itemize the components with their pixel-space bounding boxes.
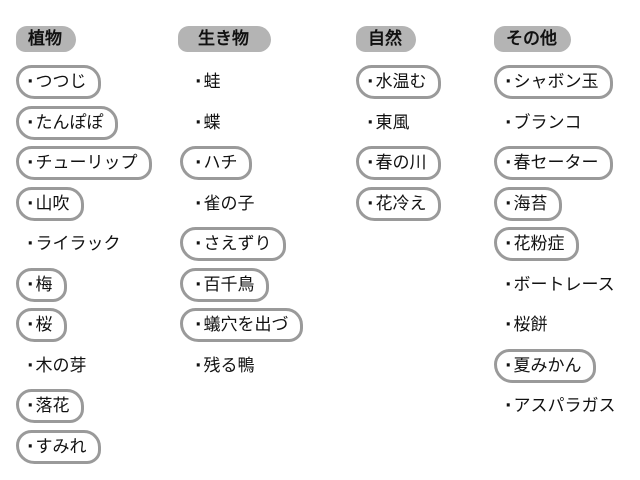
list-item-label: 夏みかん: [494, 348, 597, 383]
circled-list-item: 百千鳥: [180, 265, 303, 306]
circled-list-item: 花冷え: [356, 184, 442, 225]
circled-list-item: 落花: [16, 386, 152, 427]
list-item: ライラック: [16, 224, 152, 265]
list-item-label: さえずり: [180, 227, 287, 262]
list-item: ブランコ: [494, 103, 630, 144]
circled-list-item: チューリップ: [16, 143, 153, 184]
circled-list-item: 水温む: [356, 62, 442, 103]
list-nature: 水温む東風春の川花冷え: [356, 62, 442, 225]
list-item-label: 海苔: [494, 186, 563, 221]
list-item-label: シャボン玉: [494, 65, 614, 100]
circled-list-item: ハチ: [180, 143, 303, 184]
list-item-label: 落花: [16, 389, 85, 424]
circled-list-item: 梅: [16, 265, 152, 306]
list-item-label: ハチ: [180, 146, 253, 181]
list-item-label: つつじ: [16, 65, 102, 100]
list-item: 残る鴨: [180, 346, 303, 387]
circled-list-item: 桜: [16, 305, 152, 346]
list-plants: つつじたんぽぽチューリップ山吹ライラック梅桜木の芽落花すみれ: [16, 62, 153, 468]
circled-list-item: さえずり: [180, 224, 303, 265]
list-item-label: 蛙: [180, 65, 235, 99]
list-item-label: 梅: [16, 267, 68, 302]
header-plants: 植物: [16, 26, 76, 52]
circled-list-item: 花粉症: [494, 224, 630, 265]
list-item-label: ボートレース: [494, 268, 630, 302]
circled-list-item: 春セーター: [494, 143, 630, 184]
list-item-label: 木の芽: [16, 349, 101, 383]
list-item-label: 桜: [16, 308, 68, 343]
list-item-label: 花粉症: [494, 227, 580, 262]
circled-list-item: 山吹: [16, 184, 152, 225]
list-item: 蛙: [180, 62, 303, 103]
circled-list-item: たんぽぽ: [16, 103, 152, 144]
list-item: 木の芽: [16, 346, 152, 387]
header-animals: 生き物: [178, 26, 271, 52]
list-item-label: ブランコ: [494, 106, 596, 140]
circled-list-item: すみれ: [16, 427, 152, 468]
list-item-label: 東風: [356, 106, 424, 140]
circled-list-item: 蟻穴を出づ: [180, 305, 304, 346]
list-item: アスパラガス: [494, 386, 630, 427]
list-item-label: 春セーター: [494, 146, 614, 181]
list-item-label: 春の川: [356, 146, 442, 181]
circled-list-item: つつじ: [16, 62, 152, 103]
list-item-label: チューリップ: [16, 146, 153, 181]
list-item-label: アスパラガス: [494, 389, 630, 423]
list-item-label: すみれ: [16, 429, 102, 464]
list-item-label: 百千鳥: [180, 267, 270, 302]
header-nature: 自然: [356, 26, 416, 52]
list-item-label: 残る鴨: [180, 349, 269, 383]
circled-list-item: 海苔: [494, 184, 630, 225]
list-other: シャボン玉ブランコ春セーター海苔花粉症ボートレース桜餅夏みかんアスパラガス: [494, 62, 630, 427]
list-item-label: 桜餅: [494, 308, 562, 342]
list-item-label: 水温む: [356, 65, 442, 100]
list-item: 桜餅: [494, 305, 630, 346]
list-item-label: 山吹: [16, 186, 85, 221]
list-item: ボートレース: [494, 265, 630, 306]
list-item-label: 蝶: [180, 106, 235, 140]
circled-list-item: シャボン玉: [494, 62, 630, 103]
list-item-label: 蟻穴を出づ: [180, 308, 304, 343]
list-item: 雀の子: [180, 184, 303, 225]
list-item: 東風: [356, 103, 441, 144]
circled-list-item: 夏みかん: [494, 346, 630, 387]
circled-list-item: 春の川: [356, 143, 442, 184]
list-item-label: ライラック: [16, 227, 135, 261]
header-other: その他: [494, 26, 571, 52]
list-item-label: 雀の子: [180, 187, 269, 221]
list-animals: 蛙蝶ハチ雀の子さえずり百千鳥蟻穴を出づ残る鴨: [180, 62, 304, 387]
list-item-label: 花冷え: [356, 186, 442, 221]
list-item-label: たんぽぽ: [16, 105, 119, 140]
list-item: 蝶: [180, 103, 303, 144]
